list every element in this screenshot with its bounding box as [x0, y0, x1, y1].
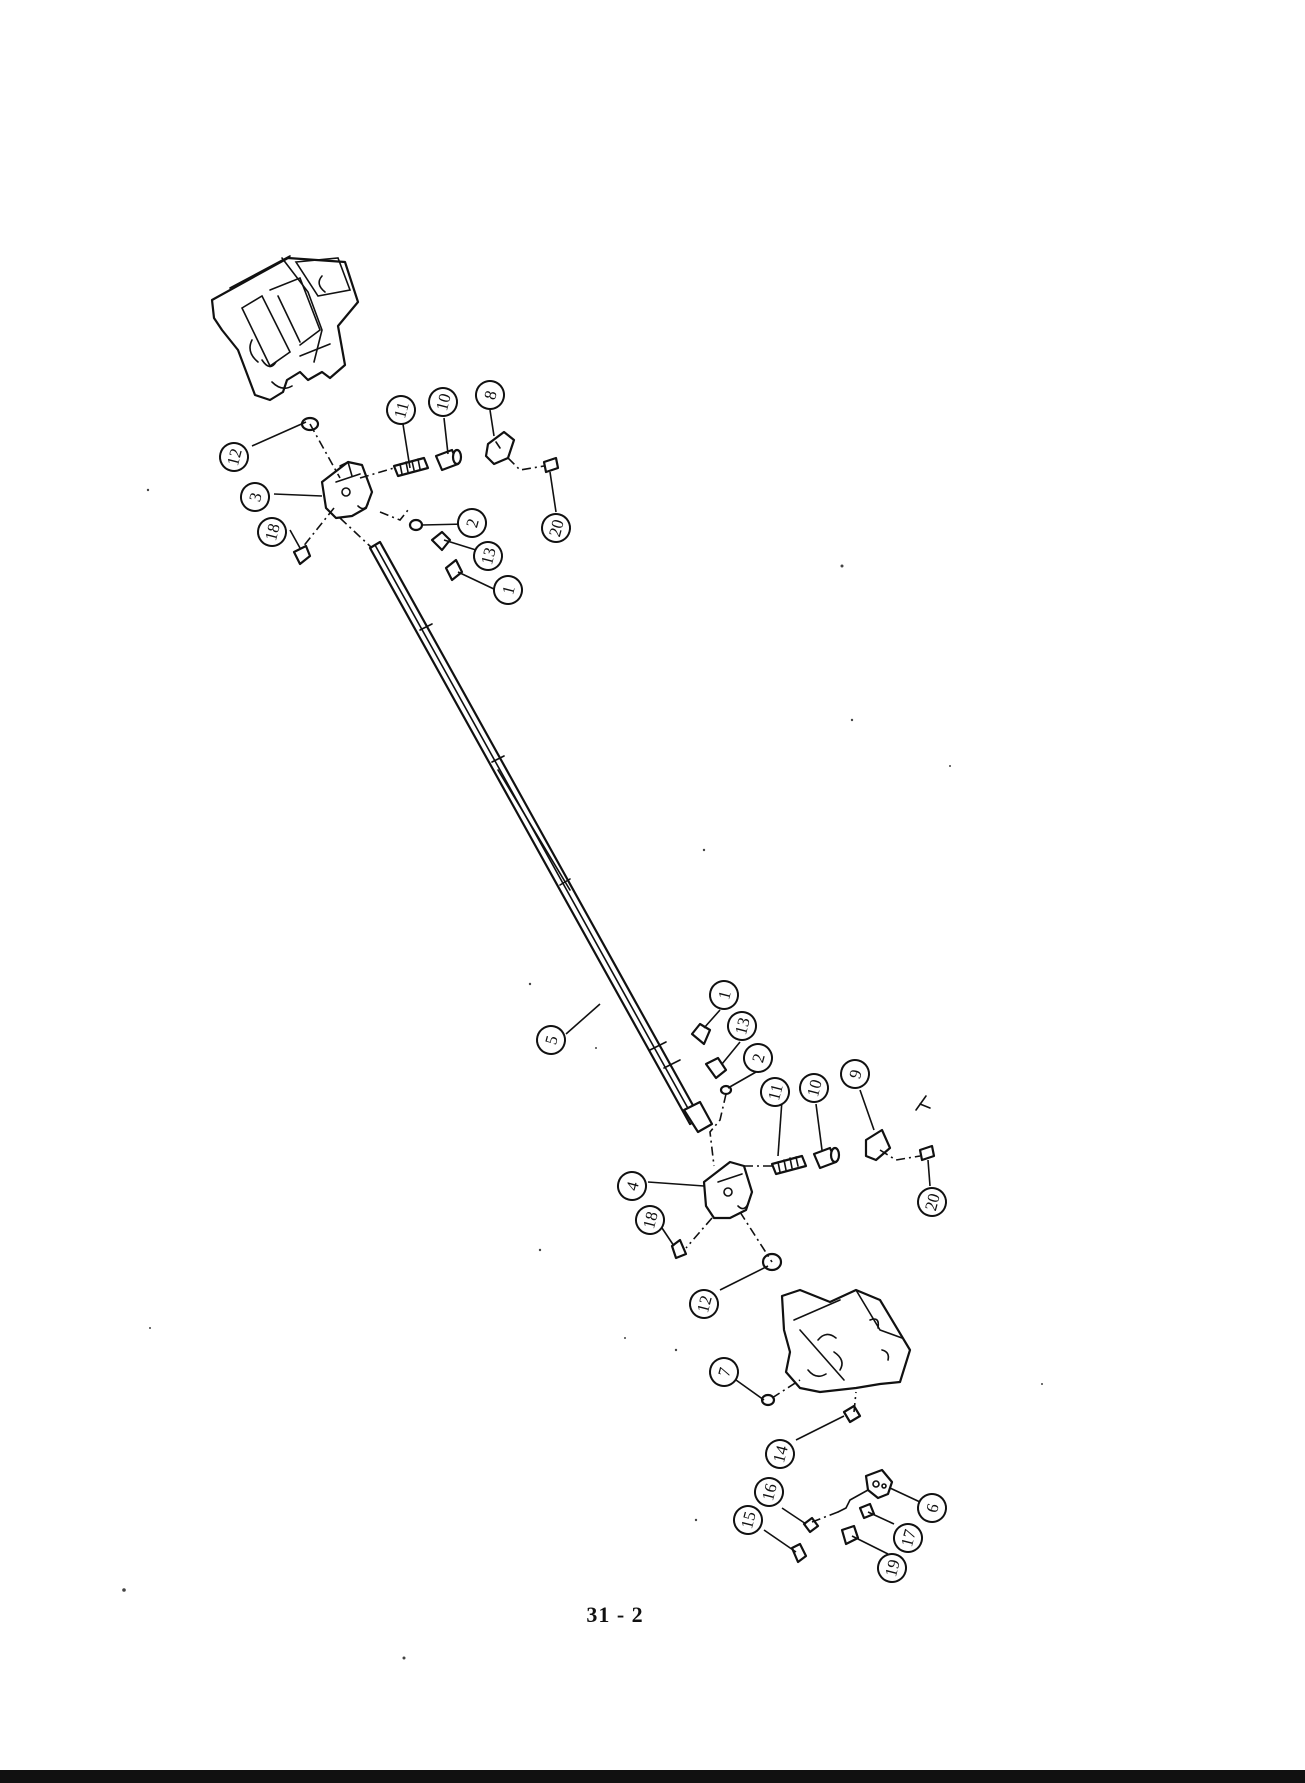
callout-14: 14 — [763, 1437, 797, 1471]
callout-1b: 1 — [707, 978, 741, 1012]
callout-6: 6 — [915, 1491, 949, 1525]
callout-19: 19 — [875, 1551, 909, 1585]
callout-2b: 2 — [741, 1041, 775, 1075]
callouts: 12 3 18 11 10 8 20 2 — [217, 378, 949, 1585]
callout-9: 9 — [838, 1057, 872, 1091]
callout-5: 5 — [534, 1023, 568, 1057]
callout-3: 3 — [238, 480, 272, 514]
lower-housing — [782, 1290, 910, 1392]
callout-17: 17 — [891, 1521, 925, 1555]
callout-18b: 18 — [633, 1203, 667, 1237]
scan-specks — [122, 489, 1043, 1660]
callout-10a: 10 — [426, 385, 460, 419]
callout-15: 15 — [731, 1503, 765, 1537]
callout-18a: 18 — [255, 515, 289, 549]
callout-16: 16 — [752, 1475, 786, 1509]
callout-7: 7 — [707, 1355, 741, 1389]
callout-10b: 10 — [797, 1071, 831, 1105]
callout-12a: 12 — [217, 440, 251, 474]
callout-12b: 12 — [687, 1287, 721, 1321]
callout-1a: 1 — [491, 573, 525, 607]
callout-13a: 13 — [471, 539, 505, 573]
upper-collar — [322, 462, 372, 518]
lower-collar — [704, 1162, 752, 1218]
upper-housing — [212, 256, 358, 400]
callout-8: 8 — [473, 378, 507, 412]
callout-13b: 13 — [725, 1009, 759, 1043]
callout-11a: 11 — [384, 393, 418, 427]
callout-2a: 2 — [455, 506, 489, 540]
callout-20b: 20 — [915, 1185, 949, 1219]
scan-edge-bar — [0, 1770, 1305, 1783]
callout-20a: 20 — [539, 511, 573, 545]
callout-11b: 11 — [758, 1075, 792, 1109]
pencil-mark — [916, 1096, 930, 1110]
page-number: 31 - 2 — [555, 1602, 675, 1628]
callout-4: 4 — [615, 1169, 649, 1203]
